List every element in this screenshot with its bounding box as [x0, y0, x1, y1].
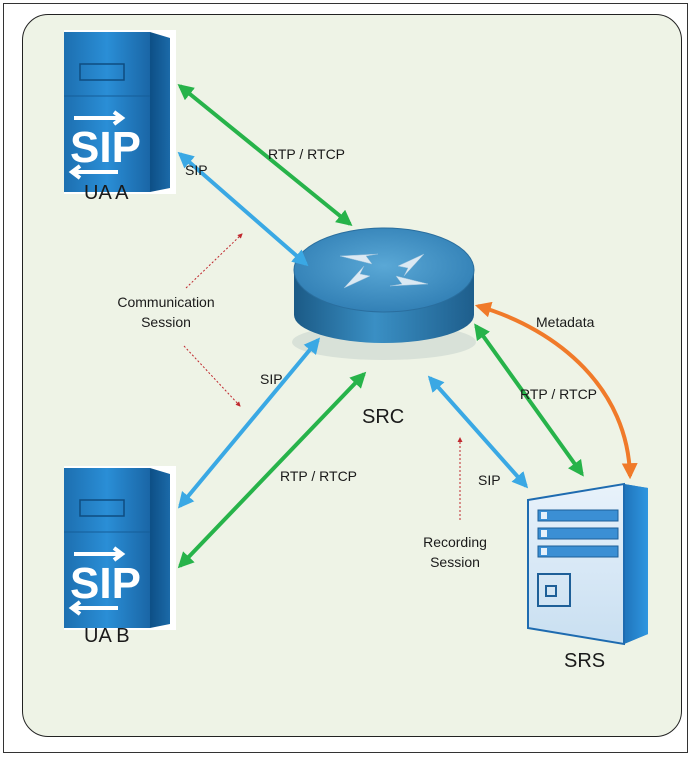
ua-a-label: UA A: [84, 182, 129, 204]
sip-label-srs: SIP: [478, 472, 501, 488]
rtp-label-bottom: RTP / RTCP: [280, 468, 358, 484]
communication-line2: Session: [141, 314, 191, 330]
recording-line2: Session: [430, 554, 480, 570]
metadata-arrow: [474, 301, 638, 480]
recording-line1: Recording: [423, 534, 487, 550]
sip-label-mid: SIP: [260, 371, 283, 387]
srs-storage-icon: [527, 482, 648, 646]
ua-a-logo-text: SIP: [70, 123, 141, 172]
rtp-label-top: RTP / RTCP: [268, 146, 346, 162]
ua-b-server-icon: SIP: [64, 466, 176, 630]
metadata-label: Metadata: [536, 314, 595, 330]
ua-b-label: UA B: [84, 625, 130, 647]
ua-a-server-icon: SIP: [64, 30, 176, 194]
communication-pointer-down: [183, 345, 241, 407]
communication-pointer-up: [185, 233, 243, 289]
communication-session-label: Communication Session: [96, 294, 236, 330]
recording-session-label: Recording Session: [400, 534, 510, 570]
sip-label-top: SIP: [185, 162, 208, 178]
rtp-arrow-ua-b: [177, 371, 367, 569]
sip-arrow-srs: [427, 375, 529, 489]
ua-b-logo-text: SIP: [70, 559, 141, 608]
src-label: SRC: [362, 406, 405, 428]
communication-line1: Communication: [117, 294, 215, 310]
sip-arrow-ua-a: [177, 151, 309, 267]
rtp-label-srs: RTP / RTCP: [520, 386, 598, 402]
srs-label: SRS: [564, 650, 606, 672]
src-router-icon: [292, 227, 476, 360]
